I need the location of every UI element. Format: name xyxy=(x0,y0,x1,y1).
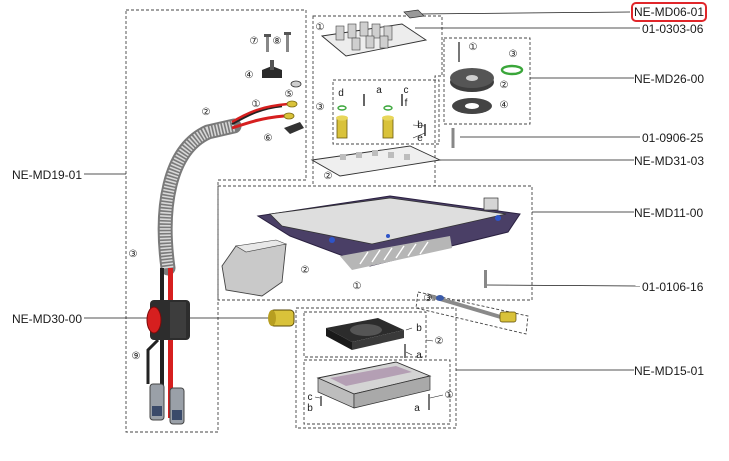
encoder-disc xyxy=(450,68,494,92)
label-ne-md11-00: NE-MD11-00 xyxy=(634,206,704,220)
group-box-md26 xyxy=(443,37,531,125)
clip-part-6 xyxy=(284,122,304,134)
main-frame xyxy=(256,195,521,270)
encoder-screw xyxy=(458,42,460,62)
group-box-md19 xyxy=(125,9,307,433)
callout-3-md11: ③ xyxy=(424,293,433,304)
brass-standoff-right xyxy=(382,115,394,139)
red-wire-top-a xyxy=(231,114,285,130)
callout-4: ④ xyxy=(245,70,254,81)
small-module-0303 xyxy=(403,9,425,19)
group-box-rail xyxy=(415,291,529,335)
callout-8: ⑧ xyxy=(273,36,282,47)
green-washers xyxy=(337,105,393,111)
corrugated-hose xyxy=(157,118,242,276)
letter-a-sink: a xyxy=(414,403,420,414)
screw-part-7 xyxy=(264,34,271,52)
group-box-md11 xyxy=(217,185,533,301)
letter-d: d xyxy=(338,88,344,99)
red-wire-top-c xyxy=(231,102,289,124)
small-screws xyxy=(363,94,426,136)
label-ne-md19-01: NE-MD19-01 xyxy=(12,168,83,182)
label-01-0906-25: 01-0906-25 xyxy=(642,131,704,145)
callout-1-md15: ① xyxy=(445,390,454,401)
callout-2-md11: ② xyxy=(301,265,310,276)
label-01-0303-06: 01-0303-06 xyxy=(642,22,704,36)
ring-terminals-top xyxy=(283,100,298,120)
group-box-md15 xyxy=(295,307,457,429)
label-ne-md30-00: NE-MD30-00 xyxy=(12,312,83,326)
letter-a-fan: a xyxy=(416,350,422,361)
bracket-part-4 xyxy=(262,60,282,78)
side-cover xyxy=(221,239,288,297)
heat-sink-screws xyxy=(320,344,430,410)
letter-b-sink: b xyxy=(307,403,313,414)
letter-a-md31: a xyxy=(376,85,382,96)
green-oring xyxy=(500,64,524,76)
letter-b-fan: b xyxy=(416,323,422,334)
callout-3-md19: ③ xyxy=(129,249,138,260)
label-ne-md26-00: NE-MD26-00 xyxy=(634,72,705,86)
callout-2-md19: ② xyxy=(202,107,211,118)
guide-rail xyxy=(429,294,517,323)
callout-3-md31: ③ xyxy=(316,102,325,113)
group-box-md31-inner xyxy=(332,79,440,145)
black-wire-top-b xyxy=(231,104,283,126)
callout-6: ⑥ xyxy=(264,133,273,144)
callout-5: ⑤ xyxy=(285,89,294,100)
letter-c-md31: c xyxy=(404,85,409,96)
label-ne-md15-01: NE-MD15-01 xyxy=(634,364,705,378)
red-wire-lower xyxy=(168,268,173,418)
brass-connector-insert xyxy=(268,309,295,327)
label-ne-md31-03: NE-MD31-03 xyxy=(634,154,705,168)
driver-pcb xyxy=(310,145,442,177)
screw-part-8 xyxy=(284,32,291,52)
label-ne-md06-01: NE-MD06-01 xyxy=(630,2,708,22)
callout-2-md26: ② xyxy=(500,80,509,91)
group-box-heatsink xyxy=(303,359,451,425)
letter-f: f xyxy=(405,98,408,109)
power-connector-housing xyxy=(146,300,190,340)
brass-standoff-left xyxy=(336,115,348,139)
bolt-0106 xyxy=(484,270,487,288)
callout-3-md26: ③ xyxy=(509,49,518,60)
callout-7: ⑦ xyxy=(250,36,259,47)
callout-1-md11: ① xyxy=(353,281,362,292)
callout-9: ⑨ xyxy=(132,351,141,362)
callout-4-md26: ④ xyxy=(500,100,509,111)
leader-0106 xyxy=(485,284,641,287)
callout-2-md31: ② xyxy=(324,171,333,182)
letter-e: e xyxy=(417,133,423,144)
cable-lugs xyxy=(149,383,185,425)
callout-1-md26: ① xyxy=(469,42,478,53)
cooling-fan xyxy=(326,318,404,350)
callout-2-md15: ② xyxy=(435,336,444,347)
encoder-ring xyxy=(452,98,492,114)
control-pcb xyxy=(320,21,428,57)
group-box-fan xyxy=(303,311,427,358)
washer-part-5 xyxy=(290,80,302,88)
label-01-0106-16: 01-0106-16 xyxy=(642,280,704,294)
heat-sink xyxy=(316,361,432,409)
letter-c-sink: c xyxy=(308,392,313,403)
black-wire-9 xyxy=(146,338,160,384)
leader-md06 xyxy=(419,11,631,15)
callout-1-md19: ① xyxy=(252,99,261,110)
callout-1-md06: ① xyxy=(316,22,325,33)
